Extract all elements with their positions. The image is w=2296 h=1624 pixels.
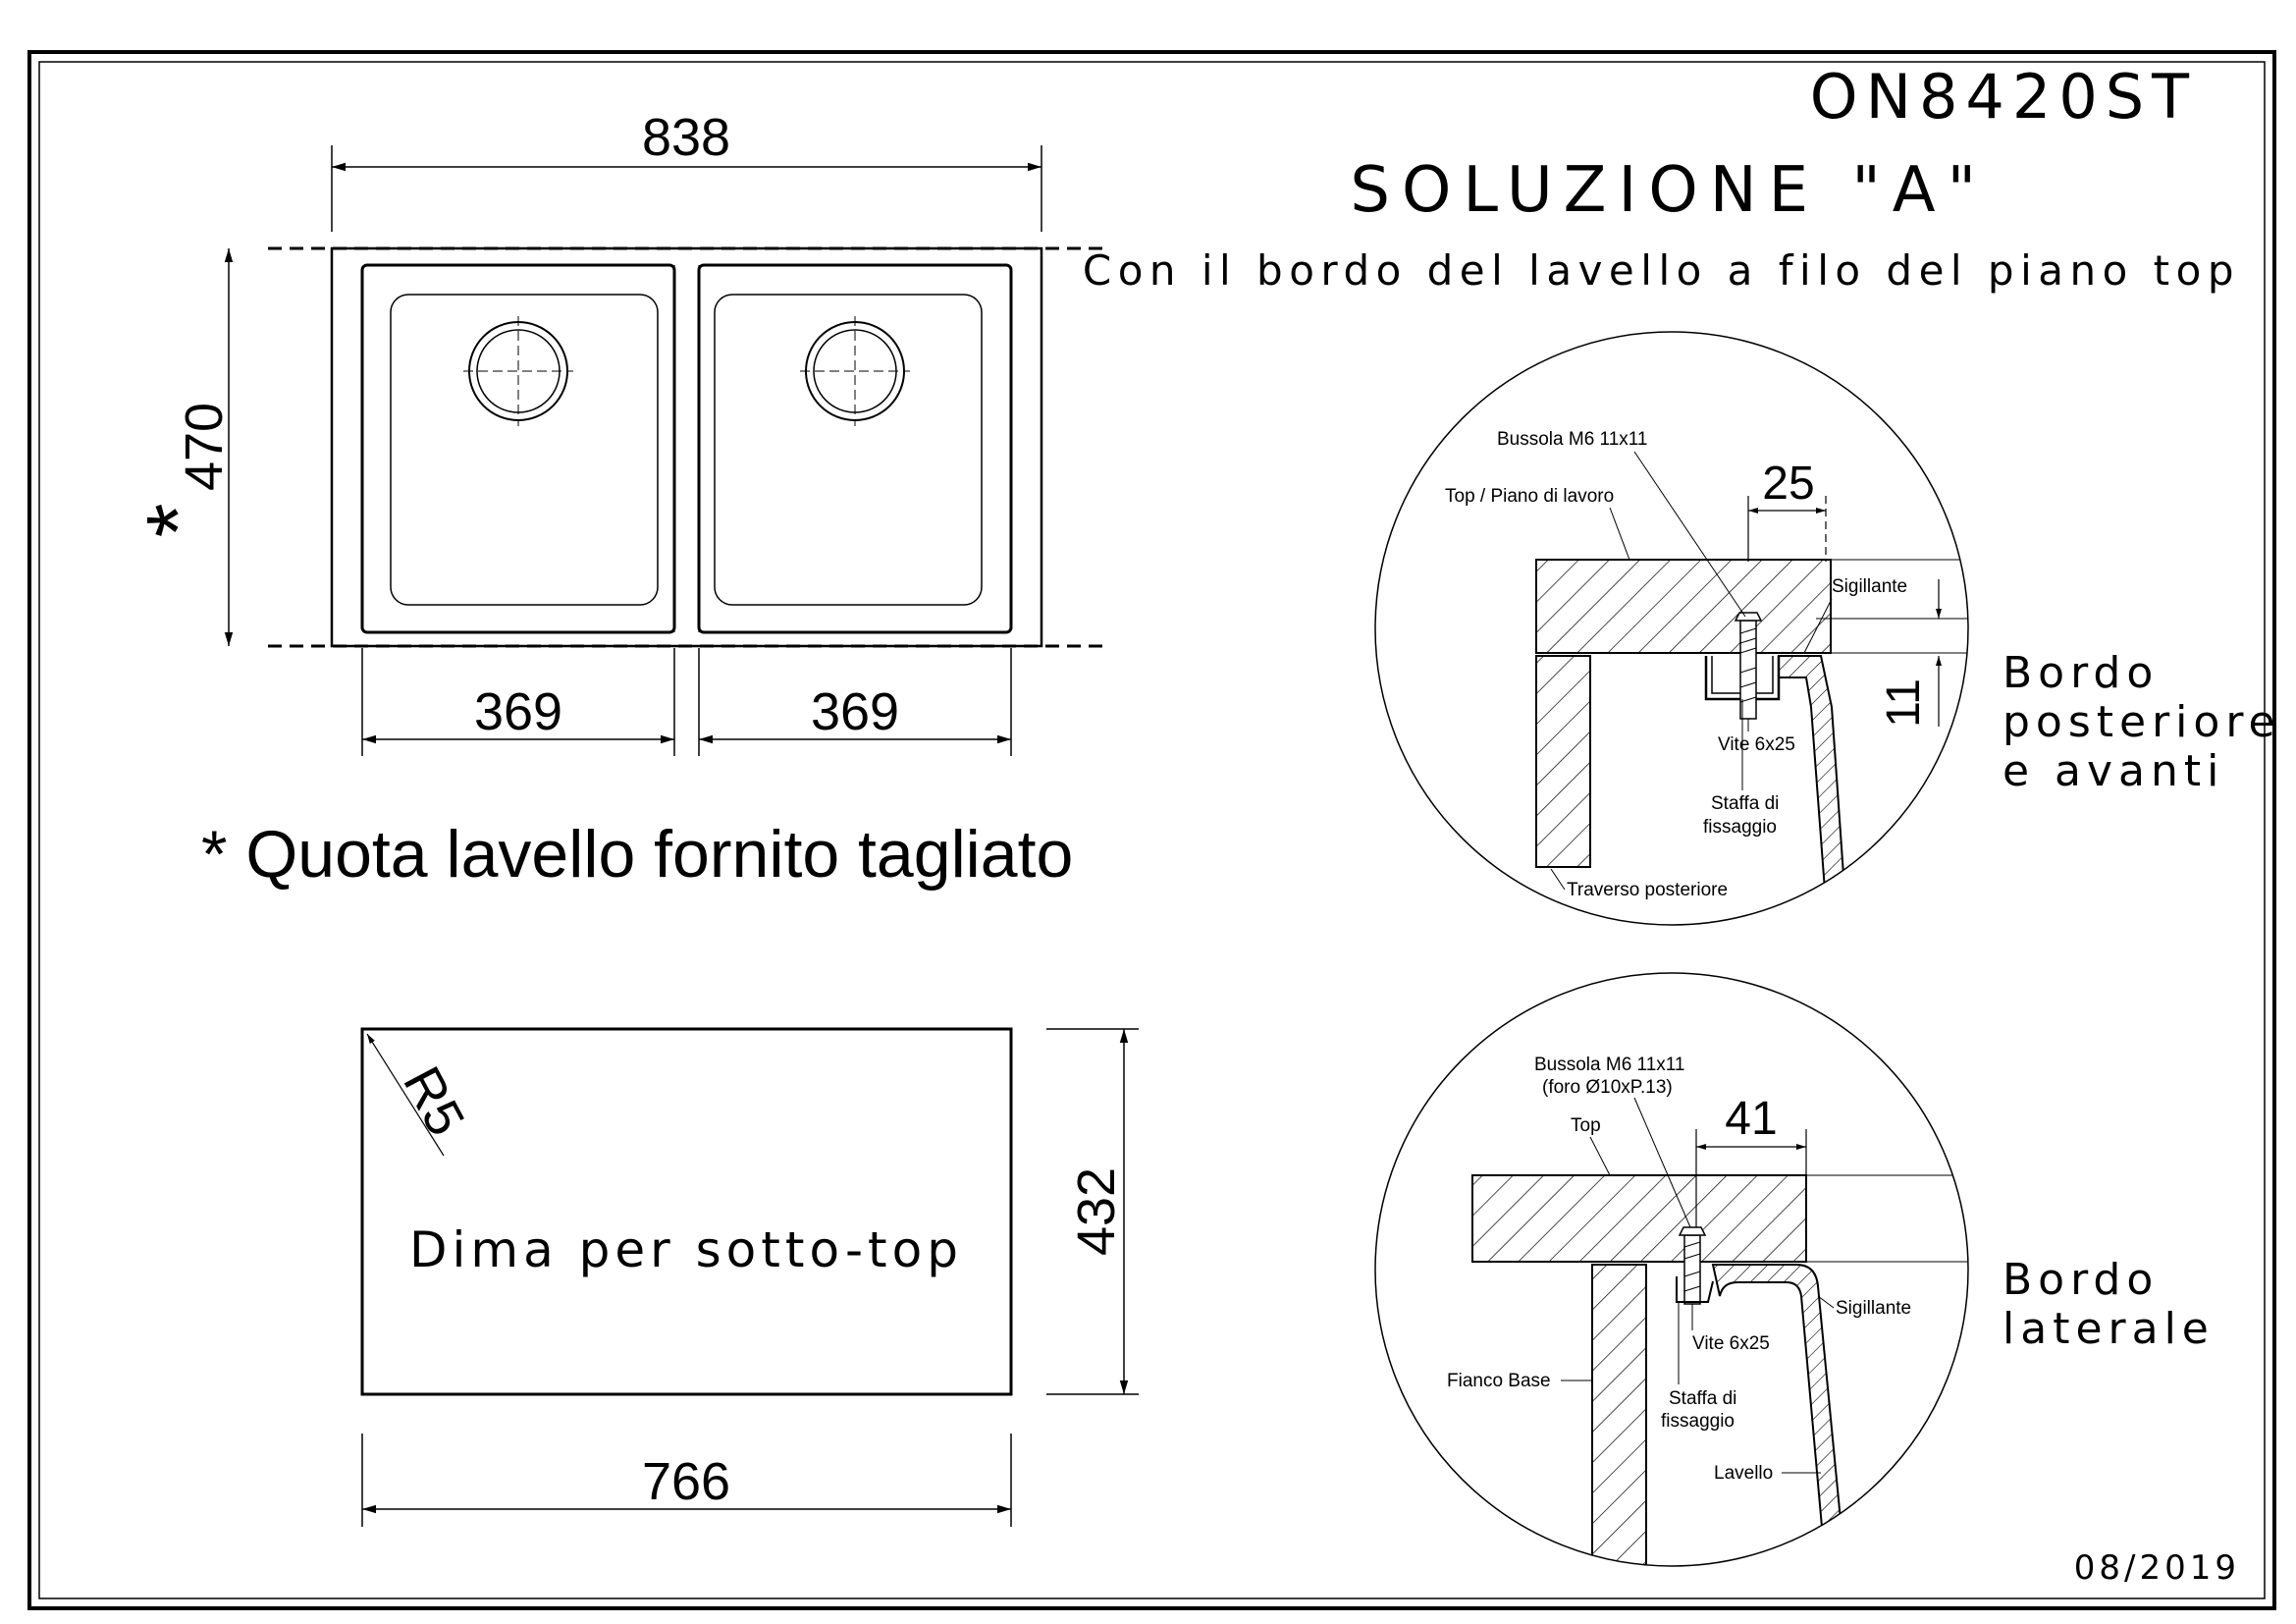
detail-side-title-1: Bordo: [2002, 1255, 2159, 1305]
dim-template-width-766: 766: [642, 1452, 730, 1511]
model-code: ON8420ST: [1810, 61, 2197, 133]
dim-11: 11: [1878, 678, 1930, 728]
label-lavello: Lavello: [1714, 1463, 1773, 1484]
label-traverso: Traverso posteriore: [1567, 880, 1728, 900]
detail-rear-title-3: e avanti: [2002, 746, 2224, 796]
dim-depth-470: 470: [175, 403, 234, 491]
solution-title: SOLUZIONE "A": [1350, 154, 1988, 227]
dim-41: 41: [1725, 1093, 1777, 1145]
label-vite: Vite 6x25: [1718, 734, 1795, 755]
detail-rear-title-2: posteriore: [2002, 697, 2281, 747]
undermount-template: R5 Dima per sotto-top 432 766: [360, 1027, 1139, 1527]
detail-side-title-2: laterale: [2002, 1304, 2215, 1354]
label-top-side: Top: [1571, 1115, 1601, 1136]
detail-rear-title-1: Bordo: [2002, 648, 2159, 698]
depth-asterisk: *: [130, 503, 228, 537]
dim-bowl-right-369: 369: [811, 682, 899, 741]
detail-side-edge: 41 Bussola M6 11x11 (foro Ø10xP.13) Top …: [1374, 972, 2215, 1567]
template-radius: R5: [392, 1057, 475, 1145]
page-frame-inner: [38, 61, 2266, 1599]
cut-sink-note: * Quota lavello fornito tagliato: [201, 817, 1073, 892]
detail-rear-edge: 25 11 Bussola M6 11x11 Top / Piano di la…: [1374, 331, 2281, 926]
label-staffa-side-1: Staffa di: [1669, 1388, 1736, 1409]
label-staffa-1: Staffa di: [1711, 793, 1779, 814]
revision-date: 08/2019: [2074, 1548, 2240, 1588]
page-frame-outer: [27, 50, 2276, 1610]
label-sigillante-side: Sigillante: [1836, 1298, 1911, 1319]
dim-template-height-432: 432: [1067, 1167, 1126, 1256]
label-bussola-side-2: (foro Ø10xP.13): [1542, 1077, 1673, 1098]
label-sigillante: Sigillante: [1832, 576, 1907, 597]
sink-plan-view: 838 470 * 369: [130, 108, 1102, 756]
template-label: Dima per sotto-top: [409, 1221, 963, 1278]
dim-bowl-left-369: 369: [474, 682, 562, 741]
label-vite-side: Vite 6x25: [1692, 1333, 1770, 1354]
label-bussola: Bussola M6 11x11: [1497, 429, 1648, 450]
label-bussola-side-1: Bussola M6 11x11: [1534, 1055, 1685, 1075]
dim-width-838: 838: [642, 108, 730, 167]
solution-subtitle: Con il bordo del lavello a filo del pian…: [1083, 246, 2240, 295]
label-fianco: Fianco Base: [1447, 1371, 1551, 1391]
label-staffa-2: fissaggio: [1703, 817, 1777, 838]
label-staffa-side-2: fissaggio: [1661, 1411, 1735, 1432]
dim-25: 25: [1762, 458, 1814, 510]
label-top-piano: Top / Piano di lavoro: [1445, 486, 1614, 507]
